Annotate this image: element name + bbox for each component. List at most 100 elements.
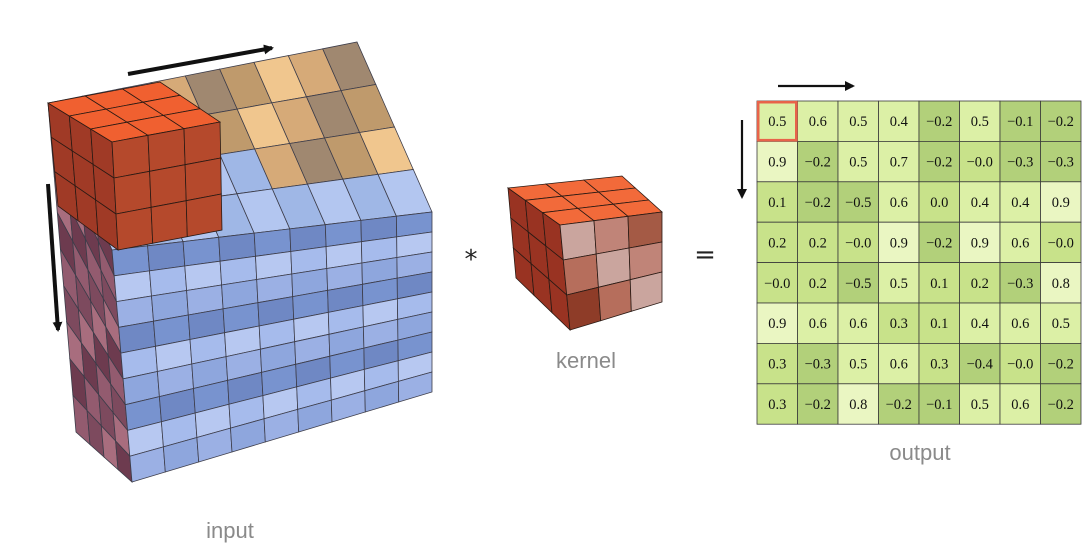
output-cell	[756, 140, 798, 183]
output-cell-value: 0.6	[809, 316, 827, 332]
output-cell	[999, 140, 1041, 183]
horizontal-slide-arrow	[127, 44, 274, 76]
output-cell-value: 0.1	[768, 195, 786, 211]
output-cell	[797, 262, 839, 304]
kernel-front-cell	[629, 271, 663, 312]
window-front-cell	[115, 206, 154, 251]
output-cell	[756, 262, 798, 304]
input-front-face	[111, 211, 433, 483]
kernel-front-cell	[593, 215, 630, 255]
output-cell-value: −0.2	[926, 155, 952, 171]
output-cell	[918, 140, 960, 183]
output-cell	[878, 262, 920, 304]
output-cell-value: 0.3	[930, 357, 948, 373]
output-cell-value: 0.9	[1052, 195, 1070, 211]
output-cell	[999, 181, 1041, 223]
output-cell-value: 0.4	[1011, 195, 1030, 211]
output-highlight-cell	[756, 100, 798, 142]
output-cell-value: 0.8	[1052, 276, 1070, 292]
input-label: input	[206, 518, 254, 543]
output-cell-value: 0.2	[809, 276, 827, 292]
output-cell-value: 0.7	[890, 155, 908, 171]
output-cell-value: −0.1	[1007, 114, 1033, 130]
output-cell	[1040, 302, 1082, 344]
output-cell-value: 0.5	[849, 155, 867, 171]
output-cell-value: 0.6	[890, 357, 908, 373]
output-cell-value: −0.0	[845, 235, 871, 251]
output-cell	[1040, 342, 1082, 385]
output-cell	[837, 221, 879, 263]
output-cell	[918, 383, 960, 425]
output-cell	[959, 383, 1001, 425]
output-cell-value: 0.6	[890, 195, 908, 211]
output-cell-value: 0.9	[768, 316, 786, 332]
kernel-front-cell	[559, 220, 597, 261]
output-cell-value: 0.3	[890, 316, 908, 332]
output-cell-value: 0.9	[768, 155, 786, 171]
output-cell-value: 0.4	[890, 114, 909, 130]
output-cell-value: −0.3	[805, 357, 831, 373]
window-front-cell	[111, 134, 151, 179]
output-cell	[878, 140, 920, 183]
output-cell	[959, 302, 1001, 344]
output-cell	[918, 181, 960, 223]
output-cell-value: 0.9	[971, 235, 989, 251]
output-cell-value: 0.0	[930, 195, 948, 211]
output-cell	[999, 342, 1041, 385]
output-cell	[837, 302, 879, 344]
output-cell-value: −0.2	[1048, 397, 1074, 413]
output-cell-value: 0.2	[809, 235, 827, 251]
output-cell-value: 0.1	[930, 316, 948, 332]
output-cell-value: 0.6	[849, 316, 867, 332]
output-cell	[999, 383, 1041, 425]
output-cell-value: −0.0	[764, 276, 790, 292]
output-cell	[756, 342, 798, 385]
window-front-cell	[149, 164, 187, 208]
output-cell	[797, 383, 839, 425]
output-cell-value: 0.5	[890, 276, 908, 292]
output-cell-value: 0.3	[768, 397, 786, 413]
output-cell	[797, 302, 839, 344]
output-cell	[1040, 262, 1082, 304]
output-cell-value: 0.6	[1011, 316, 1029, 332]
output-cell	[797, 342, 839, 385]
output-cell-value: 0.2	[971, 276, 989, 292]
output-cell-value: 0.1	[930, 276, 948, 292]
output-cell-value: −0.5	[845, 195, 871, 211]
output-cell-value: −0.0	[1007, 357, 1033, 373]
output-cell-value: −0.0	[967, 155, 993, 171]
output-cell-value: 0.4	[971, 195, 990, 211]
output-cell-value: −0.3	[1007, 276, 1033, 292]
output-cell-value: −0.2	[1048, 357, 1074, 373]
input-volume	[46, 41, 433, 483]
output-cell	[959, 181, 1001, 223]
output-cell-value: −0.0	[1048, 235, 1074, 251]
output-cell-value: −0.3	[1007, 155, 1033, 171]
equals-operator: =	[694, 240, 716, 270]
vertical-slide-arrow	[46, 183, 63, 332]
output-cell	[1040, 100, 1082, 142]
output-cell	[878, 342, 920, 385]
output-cell-value: −0.2	[926, 114, 952, 130]
output-cell-value: 0.5	[971, 114, 989, 130]
output-cell-value: 0.3	[768, 357, 786, 373]
window-front-cell	[185, 193, 223, 238]
output-cell	[1040, 383, 1082, 425]
output-cell	[959, 221, 1001, 263]
kernel-label: kernel	[556, 348, 616, 373]
kernel-top-face	[506, 175, 663, 226]
output-cell	[918, 100, 960, 142]
window-front-cell	[183, 121, 222, 166]
window-front-cell	[150, 200, 188, 244]
window-front-cell	[147, 128, 186, 172]
output-cell	[837, 383, 879, 425]
output-cell-value: −0.2	[1048, 114, 1074, 130]
output-cell-value: −0.2	[805, 397, 831, 413]
output-cell	[837, 140, 879, 183]
output-cell-value: 0.5	[849, 357, 867, 373]
output-cell-value: 0.8	[849, 397, 867, 413]
output-cell-value: 0.5	[768, 114, 786, 130]
convolution-operator: *	[465, 245, 478, 275]
kernel-front-face	[559, 211, 663, 331]
